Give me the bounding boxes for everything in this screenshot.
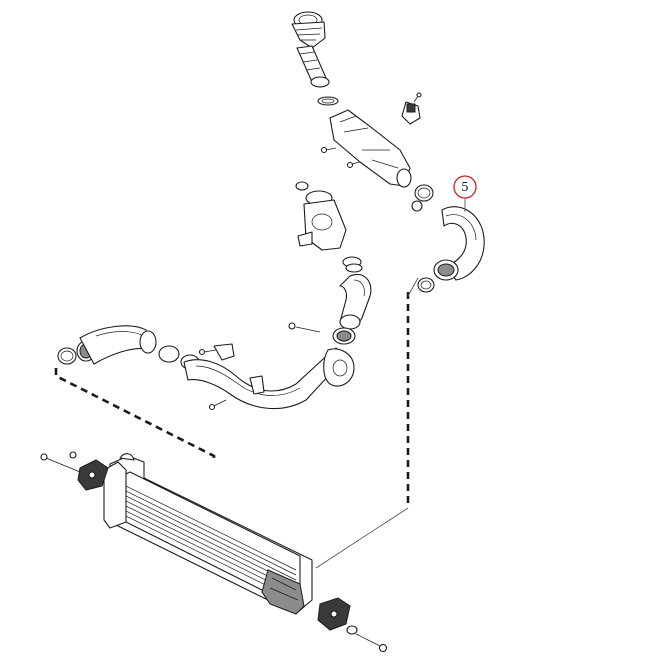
- s-hose-middle: [332, 274, 372, 345]
- mount-right: [317, 597, 388, 653]
- part-callout-5: 5: [453, 175, 477, 212]
- long-charge-pipe: [158, 343, 355, 411]
- charge-air-hose: [417, 206, 485, 293]
- bolt-middle: [288, 322, 321, 333]
- turbo-outlet-pipe: [291, 11, 339, 106]
- connection-lines: [54, 277, 419, 569]
- intercooler: [103, 453, 313, 615]
- callout-number: 5: [461, 180, 469, 194]
- hose-clamp-upper: [411, 184, 434, 212]
- mount-left: [40, 451, 109, 491]
- left-hose: [57, 325, 157, 365]
- callout-circle: [453, 175, 477, 199]
- throttle-body-assembly: [295, 181, 363, 273]
- resonator-pipe: [320, 92, 422, 188]
